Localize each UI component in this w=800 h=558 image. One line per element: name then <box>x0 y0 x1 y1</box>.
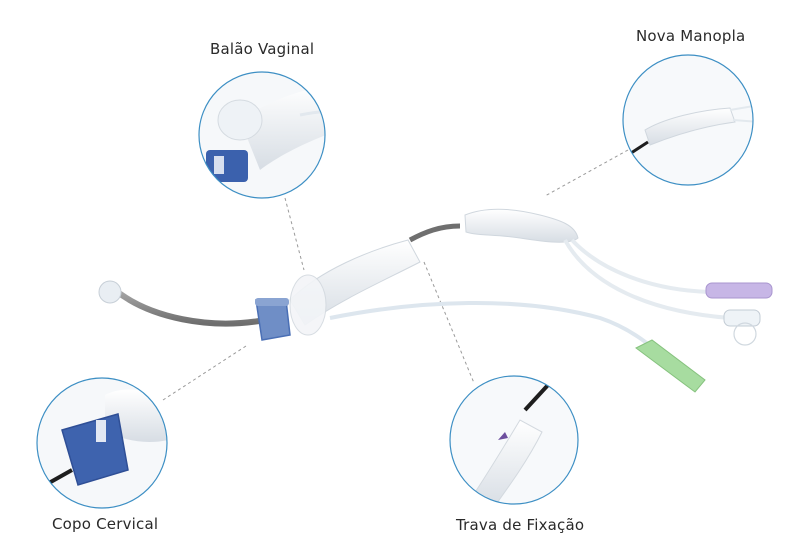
connector-green <box>635 339 706 393</box>
label-trava-fixacao: Trava de Fixação <box>456 516 585 534</box>
connector-clear <box>723 309 761 327</box>
connector-clear-cap <box>733 322 757 346</box>
leader-line-copo <box>162 345 247 401</box>
label-nova-manopla: Nova Manopla <box>636 27 746 45</box>
connector-purple <box>705 282 773 299</box>
leader-lines <box>162 149 629 401</box>
gray-rod <box>112 287 268 327</box>
leader-line-manopla <box>544 149 629 197</box>
tube-lower <box>563 239 731 320</box>
leader-line-trava <box>423 261 475 384</box>
clear-tube <box>329 300 667 360</box>
inner-rod <box>408 223 461 243</box>
zoom-circle-copo <box>36 377 168 509</box>
label-balao-vaginal: Balão Vaginal <box>210 40 315 58</box>
label-copo-cervical: Copo Cervical <box>52 515 159 533</box>
cervical-cup-band <box>255 298 289 306</box>
zoom-circle-balao <box>198 71 326 199</box>
device <box>98 208 773 393</box>
handle <box>464 208 579 243</box>
zoom-circle-trava <box>449 375 579 505</box>
tube-upper <box>570 238 711 294</box>
rod-ball <box>98 280 122 304</box>
vaginal-balloon <box>289 274 327 336</box>
zoom-circle-manopla <box>622 54 754 186</box>
leader-line-balao <box>284 197 305 271</box>
